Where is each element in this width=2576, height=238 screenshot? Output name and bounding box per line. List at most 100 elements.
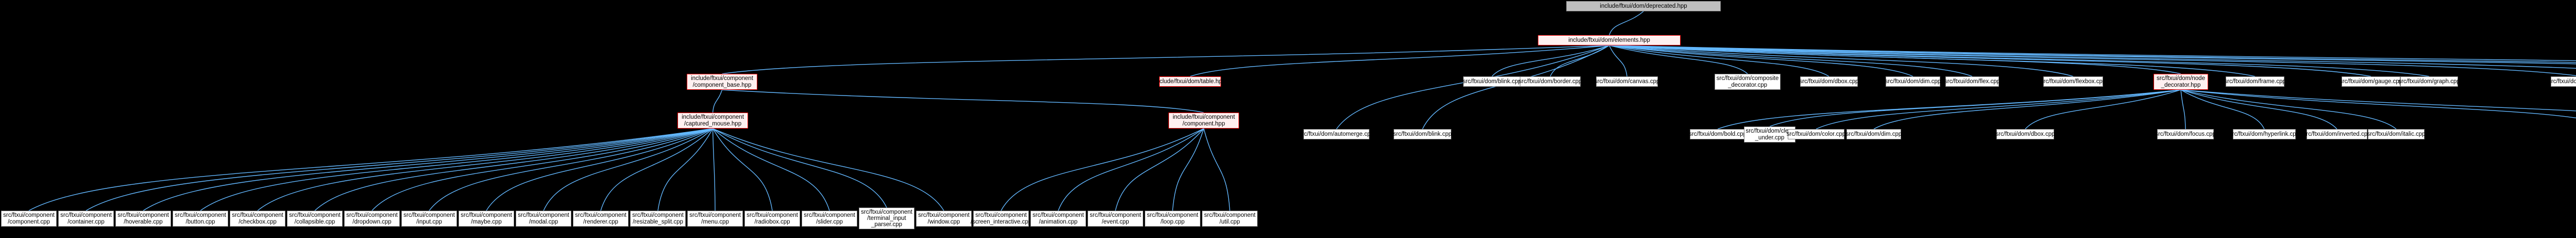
graph-node[interactable]: src/ftxui/dom/flexbox.cpp xyxy=(2041,76,2106,87)
graph-node[interactable]: src/ftxui/dom/node _decorator.hpp xyxy=(2154,74,2208,90)
graph-node[interactable]: src/ftxui/component /loop.cpp xyxy=(1145,211,1200,227)
graph-node[interactable]: src/ftxui/component /util.cpp xyxy=(1202,211,1258,227)
graph-node[interactable]: src/ftxui/component /input.cpp xyxy=(401,211,457,227)
graph-edge xyxy=(1816,89,2181,130)
graph-node[interactable]: src/ftxui/component /animation.cpp xyxy=(1030,211,1086,227)
graph-edge xyxy=(314,128,713,211)
graph-node[interactable]: src/ftxui/dom/frame.cpp xyxy=(2224,76,2286,87)
graph-node[interactable]: src/ftxui/dom/blink.cpp xyxy=(1393,129,1452,139)
graph-edge xyxy=(1769,89,2181,127)
graph-node[interactable]: src/ftxui/dom/clear _under.cpp xyxy=(1744,126,1795,142)
graph-node[interactable]: src/ftxui/dom/hyperlink.cpp xyxy=(2229,129,2299,139)
graph-edge xyxy=(722,45,1609,74)
graph-node[interactable]: src/ftxui/component /modal.cpp xyxy=(516,211,571,227)
graph-edge xyxy=(1058,128,1204,211)
graph-node[interactable]: src/ftxui/component /container.cpp xyxy=(58,211,114,227)
graph-node[interactable]: include/ftxui/dom/table.hpp xyxy=(1155,76,1225,87)
graph-node[interactable]: src/ftxui/dom/gauge.cpp xyxy=(2340,76,2402,87)
graph-node[interactable]: src/ftxui/dom/dim.cpp xyxy=(1846,129,1902,139)
graph-edge xyxy=(1492,45,1609,77)
graph-edge xyxy=(2180,89,2337,130)
graph-node[interactable]: src/ftxui/component /terminal_input _par… xyxy=(859,208,914,229)
graph-edge xyxy=(1609,45,2576,69)
graph-node[interactable]: src/ftxui/component /dropdown.cpp xyxy=(344,211,400,227)
graph-node[interactable]: src/ftxui/component /checkbox.cpp xyxy=(230,211,285,227)
graph-node[interactable]: src/ftxui/dom/graph.cpp xyxy=(2398,76,2460,87)
graph-edge xyxy=(1001,128,1204,211)
graph-edge xyxy=(712,89,723,113)
graph-edge xyxy=(1609,45,1829,77)
graph-edge xyxy=(722,89,1204,113)
graph-edge xyxy=(2025,89,2181,130)
graph-node[interactable]: src/ftxui/component /collapsible.cpp xyxy=(287,211,343,227)
graph-edge xyxy=(1609,45,1913,77)
graph-edge xyxy=(712,128,773,211)
graph-edge xyxy=(1172,128,1205,211)
graph-node[interactable]: src/ftxui/component /screen_interactive.… xyxy=(971,211,1031,227)
graph-edge xyxy=(1609,45,2256,77)
graph-node[interactable]: src/ftxui/component /radiobox.cpp xyxy=(744,211,800,227)
graph-edge xyxy=(486,128,713,211)
graph-node[interactable]: src/ftxui/dom/automerge.cpp xyxy=(1299,129,1374,139)
graph-edge xyxy=(1873,89,2181,130)
graph-edge xyxy=(712,128,716,211)
graph-edge xyxy=(86,128,713,211)
graph-node[interactable]: include/ftxui/component /captured_mouse.… xyxy=(677,113,748,129)
graph-node[interactable]: src/ftxui/component /window.cpp xyxy=(916,211,972,227)
graph-node[interactable]: src/ftxui/component /maybe.cpp xyxy=(459,211,514,227)
graph-edge xyxy=(1203,128,1230,211)
graph-edge xyxy=(713,128,944,211)
graph-edge xyxy=(713,128,830,211)
graph-node[interactable]: src/ftxui/dom/blink.cpp xyxy=(1463,76,1521,87)
graph-edge xyxy=(1608,45,1628,77)
graph-node[interactable]: src/ftxui/component /resizable_split.cpp xyxy=(630,211,686,227)
graph-node[interactable]: include/ftxui/dom/elements.hpp xyxy=(1538,35,1681,45)
graph-node[interactable]: src/ftxui/component /slider.cpp xyxy=(802,211,857,227)
graph-node[interactable]: src/ftxui/dom/flex.cpp xyxy=(1944,76,2000,87)
graph-node[interactable]: src/ftxui/component /hoverable.cpp xyxy=(115,211,171,227)
graph-node[interactable]: src/ftxui/component /component.cpp xyxy=(1,211,57,227)
graph-node[interactable]: include/ftxui/component /component.hpp xyxy=(1168,113,1239,129)
graph-edge xyxy=(1609,45,2576,76)
graph-node[interactable]: src/ftxui/component /button.cpp xyxy=(173,211,228,227)
graph-edge xyxy=(1609,45,2576,63)
graph-node[interactable]: src/ftxui/dom/focus.cpp xyxy=(2155,129,2216,139)
graph-edge xyxy=(657,128,714,211)
graph-edge xyxy=(143,128,713,211)
graph-edge xyxy=(1609,45,1973,77)
graph-node[interactable]: src/ftxui/component /menu.cpp xyxy=(687,211,743,227)
graph-edge xyxy=(200,128,713,211)
graph-node[interactable]: src/ftxui/dom/italic.cpp xyxy=(2367,129,2426,139)
graph-edge xyxy=(543,128,713,211)
graph-edge xyxy=(2180,89,2397,130)
graph-node[interactable]: include/ftxui/dom/deprecated.hpp xyxy=(1566,1,1721,11)
graph-edge xyxy=(1336,45,1609,130)
graph-edge xyxy=(257,128,713,211)
graph-node[interactable]: src/ftxui/dom/composite _decorator.cpp xyxy=(1715,74,1781,90)
graph-node[interactable]: src/ftxui/dom/color.cpp xyxy=(1787,129,1845,139)
graph-node[interactable]: include/ftxui/component /component_base.… xyxy=(687,74,757,90)
graph-edge xyxy=(2180,89,2186,130)
graph-node[interactable]: src/ftxui/dom/gridbox.cpp xyxy=(2548,76,2576,87)
graph-node[interactable]: src/ftxui/dom/bold.cpp xyxy=(1689,129,1747,139)
graph-node[interactable]: src/ftxui/dom/inverted.cpp xyxy=(2303,129,2371,139)
graph-node[interactable]: src/ftxui/dom/border.cpp xyxy=(1519,76,1582,87)
graph-node[interactable]: src/ftxui/dom/dbox.cpp xyxy=(1799,76,1859,87)
graph-edge xyxy=(2180,89,2576,119)
graph-node[interactable]: src/ftxui/dom/canvas.cpp xyxy=(1595,76,1659,87)
graph-edge xyxy=(1609,45,2371,77)
graph-edge xyxy=(713,128,887,208)
graph-edge xyxy=(1609,45,2074,77)
graph-edge xyxy=(1422,45,1609,130)
graph-node[interactable]: src/ftxui/dom/dbox.cpp xyxy=(1995,129,2055,139)
graph-node[interactable]: src/ftxui/dom/dim.cpp xyxy=(1885,76,1941,87)
graph-edge xyxy=(1190,45,1609,77)
graph-node[interactable]: src/ftxui/component /renderer.cpp xyxy=(573,211,629,227)
graph-edge xyxy=(2180,89,2265,130)
graph-edge xyxy=(1609,45,2430,77)
graph-edge xyxy=(1609,45,1748,74)
graph-edge xyxy=(429,128,713,211)
graph-node[interactable]: src/ftxui/component /event.cpp xyxy=(1088,211,1143,227)
